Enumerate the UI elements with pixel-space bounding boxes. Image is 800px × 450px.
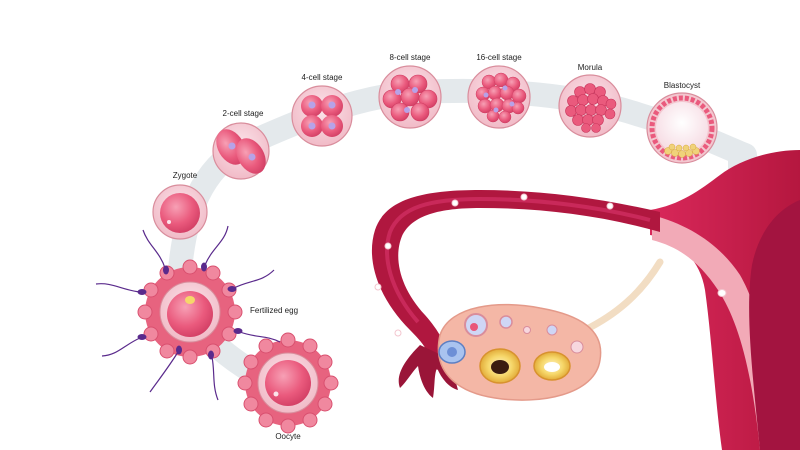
zygote [152, 184, 208, 240]
label-blastocyst: Blastocyst [664, 81, 701, 90]
label-sixteen-cell: 16-cell stage [476, 53, 522, 62]
morula [558, 74, 622, 138]
label-fertilized-egg: Fertilized egg [250, 306, 298, 315]
uterus-wall-inner [749, 200, 800, 450]
label-two-cell: 2-cell stage [223, 109, 264, 118]
sixteen-cell-embryo [467, 65, 531, 129]
sperm-cells [95, 225, 281, 401]
label-zygote: Zygote [173, 171, 198, 180]
label-four-cell: 4-cell stage [302, 73, 343, 82]
fallopian-tube [371, 190, 660, 372]
label-eight-cell: 8-cell stage [390, 53, 431, 62]
tube-embryos [374, 193, 614, 337]
embryo-in-uterus [717, 289, 727, 297]
ovary [437, 303, 602, 401]
fallopian-tube-highlight [385, 196, 651, 324]
label-morula: Morula [578, 63, 603, 72]
oocyte [237, 332, 339, 434]
two-cell-embryo [212, 122, 270, 180]
four-cell-embryo [291, 85, 353, 147]
label-oocyte: Oocyte [275, 432, 301, 441]
blastocyst [646, 92, 718, 164]
fertilized-egg [137, 259, 243, 365]
path-arrowhead [728, 140, 760, 172]
eight-cell-embryo [378, 65, 442, 129]
sperm-heads [137, 262, 243, 360]
ovarian-ligament [581, 258, 664, 334]
